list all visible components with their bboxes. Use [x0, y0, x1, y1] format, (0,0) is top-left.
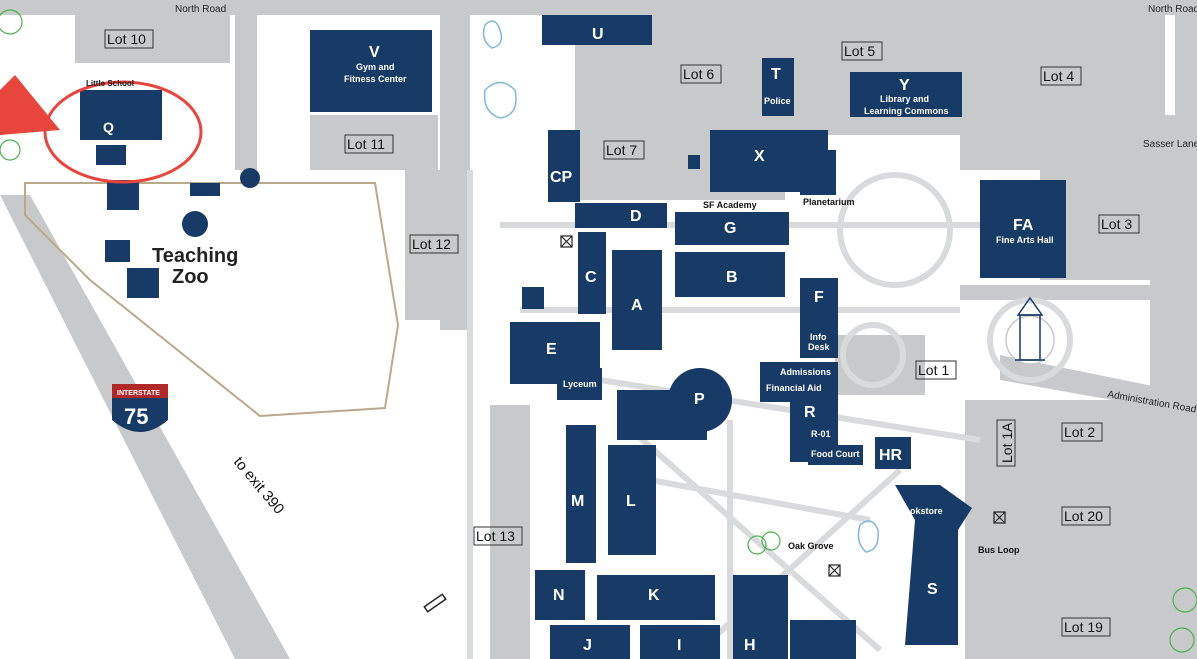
interstate-number: 75: [124, 404, 148, 429]
planetarium: Planetarium: [803, 197, 855, 207]
annotation-arrow: [0, 75, 60, 135]
lot-19: Lot 19: [1064, 619, 1103, 635]
financial-aid: Financial Aid: [766, 383, 822, 393]
lot-1a: Lot 1A: [999, 422, 1015, 463]
bld-y-sub2: Learning Commons: [864, 106, 949, 116]
bld-l: L: [626, 493, 636, 510]
exit-label: to exit 390: [230, 454, 288, 518]
lyceum: Lyceum: [563, 379, 597, 389]
bld-e: E: [546, 341, 557, 358]
bld-v-sub2: Fitness Center: [344, 74, 407, 84]
interstate-label: INTERSTATE 75: [117, 390, 160, 429]
bld-b: B: [726, 269, 738, 286]
north-road-left: North Road: [175, 4, 226, 15]
lot-12: Lot 12: [412, 236, 451, 252]
info-desk-1: Info: [810, 332, 827, 342]
admissions: Admissions: [780, 367, 831, 377]
lot-20: Lot 20: [1064, 508, 1103, 524]
north-road-right: North Road: [1148, 4, 1197, 15]
bld-fa: FA: [1013, 217, 1034, 234]
little-school: Little School: [86, 79, 134, 88]
lot-11: Lot 11: [347, 136, 385, 152]
bld-h: H: [744, 637, 756, 654]
buildings: [80, 15, 1066, 659]
bld-v-sub1: Gym and: [356, 62, 395, 72]
lot-4: Lot 4: [1043, 68, 1074, 84]
interstate-shield: [112, 384, 168, 432]
bld-p: P: [694, 391, 705, 408]
bld-i: I: [677, 637, 681, 654]
bus-loop: [977, 554, 1028, 643]
teaching-zoo-2: Zoo: [172, 266, 209, 288]
bld-f: F: [814, 289, 824, 306]
lot-10: Lot 10: [107, 31, 146, 47]
bld-q: Q: [103, 119, 114, 135]
bld-g: G: [724, 220, 736, 237]
bld-a: A: [631, 297, 643, 314]
lot-1: Lot 1: [918, 362, 949, 378]
bld-j: J: [583, 637, 592, 654]
lot-2: Lot 2: [1064, 424, 1095, 440]
bld-r: R: [804, 404, 816, 421]
x-markers: [560, 235, 1006, 577]
lot-6: Lot 6: [683, 66, 714, 82]
bld-v: V: [369, 44, 380, 61]
sasser-lane: Sasser Lane: [1143, 139, 1197, 150]
bld-n: N: [553, 587, 565, 604]
teaching-zoo-1: Teaching: [152, 245, 238, 267]
bld-u: U: [592, 26, 604, 43]
place-labels: Teaching Zoo Oak Grove Bus Loop: [152, 245, 1020, 555]
building-labels: V Gym and Fitness Center U T Police Y Li…: [86, 26, 1054, 654]
oak-grove: Oak Grove: [788, 541, 834, 551]
lot-labels: Lot 10 Lot 11 Lot 12 Lot 13 Lot 7 Lot 6 …: [104, 29, 1140, 637]
lot-5: Lot 5: [844, 43, 875, 59]
annotation-circle: [43, 80, 203, 184]
bld-k: K: [648, 587, 660, 604]
bld-t: T: [771, 66, 781, 83]
teaching-zoo-area: [24, 182, 400, 418]
info-desk-2: Desk: [808, 342, 831, 352]
bld-c: C: [585, 269, 597, 286]
bus-loop-label: Bus Loop: [978, 545, 1020, 555]
lot-3: Lot 3: [1101, 216, 1132, 232]
bld-y: Y: [899, 77, 910, 94]
bld-cp: CP: [550, 169, 573, 186]
bld-m: M: [571, 493, 584, 510]
bld-y-sub1: Library and: [880, 94, 929, 104]
bld-d: D: [630, 208, 642, 225]
bookstore: Bookstore: [898, 506, 943, 516]
bld-r01: R-01: [811, 429, 831, 439]
bld-fa-sub: Fine Arts Hall: [996, 235, 1054, 245]
interstate-text: INTERSTATE: [117, 390, 160, 397]
bld-x: X: [754, 148, 765, 165]
bld-s: S: [927, 581, 938, 598]
lot-13: Lot 13: [476, 528, 515, 544]
food-court: Food Court: [811, 449, 860, 459]
clock-tower-icon: [1005, 296, 1055, 365]
bld-hr: HR: [879, 447, 903, 464]
ponds: [482, 20, 879, 553]
marker-bar: [423, 593, 447, 613]
lot-7: Lot 7: [606, 142, 637, 158]
bld-g-label: SF Academy: [703, 200, 757, 210]
bld-t-sub: Police: [764, 96, 791, 106]
